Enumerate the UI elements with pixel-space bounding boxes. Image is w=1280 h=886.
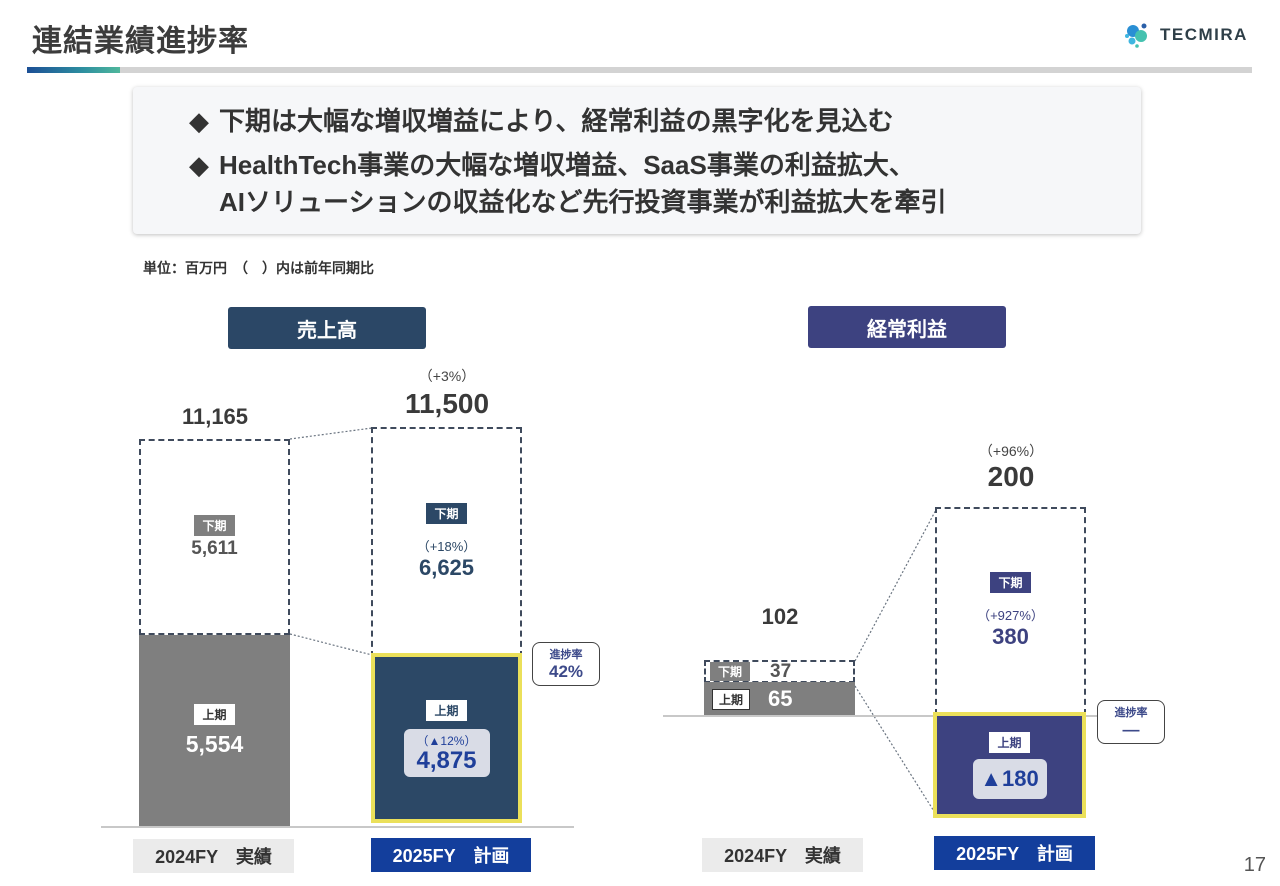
page-title: 連結業績進捗率 — [32, 25, 249, 58]
profit-section-header: 経常利益 — [808, 306, 1006, 348]
profit-2025-h1-value: ▲180 — [980, 765, 1039, 791]
sales-2025-h1-bar: 上期 （▲12%） 4,875 — [371, 653, 522, 823]
sales-progress-value: 42% — [548, 662, 584, 681]
sales-section-header: 売上高 — [228, 307, 426, 349]
h1-tag: 上期 — [194, 704, 235, 725]
sales-2025-h1-value: 4,875 — [416, 747, 477, 774]
sales-2024-h1-value: 5,554 — [185, 731, 244, 757]
sales-2025-h2-value: 6,625 — [418, 555, 475, 580]
sales-2024-total: 11,165 — [181, 404, 249, 429]
sales-2024-h1-bar: 上期 5,554 — [139, 635, 290, 827]
summary-box: ◆下期は大幅な増収増益により、経常利益の黒字化を見込む ◆HealthTech事… — [133, 87, 1141, 234]
title-divider-accent — [27, 67, 120, 73]
company-logo: TECMIRA — [1124, 22, 1248, 48]
sales-2025-h2-yoy: （+18%） — [416, 539, 477, 554]
molecule-logo-icon — [1125, 23, 1147, 48]
diamond-bullet-icon: ◆ — [189, 106, 209, 136]
sales-2024-h2-bar: 下期 5,611 — [139, 439, 290, 635]
profit-2025-total: 200 — [987, 461, 1035, 492]
h2-tag: 下期 — [194, 514, 235, 536]
logo-text: TECMIRA — [1160, 25, 1248, 44]
summary-bullet-1: ◆下期は大幅な増収増益により、経常利益の黒字化を見込む — [189, 106, 894, 136]
summary-bullet-2: ◆HealthTech事業の大幅な増収増益、SaaS事業の利益拡大、 — [189, 150, 915, 180]
profit-2024-h1-value: 65 — [768, 686, 793, 711]
sales-2025-h2-bar: 下期 （+18%） 6,625 — [371, 427, 522, 657]
profit-baseline — [663, 715, 1103, 717]
sales-baseline — [101, 826, 574, 828]
profit-2024-h2-value: 37 — [770, 660, 792, 682]
sales-progress-callout: 進捗率 42% — [532, 642, 600, 686]
summary-bullet-2-continued: AIソリューションの収益化など先行投資事業が利益拡大を牽引 — [219, 187, 947, 217]
profit-2025-total-yoy: （+96%） — [978, 443, 1044, 459]
profit-2024-total: 102 — [761, 604, 799, 629]
sales-2025-total: 11,500 — [404, 388, 490, 419]
diamond-bullet-icon: ◆ — [189, 150, 209, 180]
profit-2024-h2-bar: 下期 37 — [704, 660, 855, 683]
h1-tag: 上期 — [989, 731, 1030, 753]
sales-2025-axis-label: 2025FY 計画 — [371, 838, 531, 872]
profit-2025-axis-label: 2025FY 計画 — [934, 836, 1095, 870]
sales-2025-total-yoy: （+3%） — [418, 368, 476, 384]
h1-tag: 上期 — [712, 688, 751, 710]
profit-2024-axis-label: 2024FY 実績 — [702, 838, 863, 872]
profit-2024-h1-bar: 上期 65 — [704, 682, 855, 716]
unit-note: 単位：百万円 （ ）内は前年同期比 — [143, 260, 374, 276]
sales-2025-h1-value-pill: （▲12%） 4,875 — [403, 728, 490, 777]
page-number: 17 — [1243, 854, 1266, 876]
profit-2025-h2-yoy: （+927%） — [977, 608, 1044, 623]
profit-2025-h2-value: 380 — [992, 624, 1029, 649]
sales-2024-h2-value: 5,611 — [191, 537, 238, 559]
h2-tag: 下期 — [990, 572, 1031, 593]
h1-tag: 上期 — [426, 699, 467, 721]
sales-2024-axis-label: 2024FY 実績 — [133, 839, 294, 873]
title-divider — [27, 67, 1252, 73]
profit-progress-callout: 進捗率 — — [1097, 700, 1165, 744]
sales-2025-h1-yoy: （▲12%） — [416, 734, 477, 748]
profit-2025-h1-value-pill: ▲180 — [972, 758, 1047, 799]
profit-2025-h2-bar: 下期 （+927%） 380 — [935, 507, 1086, 715]
h2-tag: 下期 — [426, 503, 467, 524]
h2-tag: 下期 — [710, 662, 751, 681]
profit-2025-h1-bar: 上期 ▲180 — [933, 712, 1086, 818]
profit-progress-value: — — [1122, 720, 1140, 739]
